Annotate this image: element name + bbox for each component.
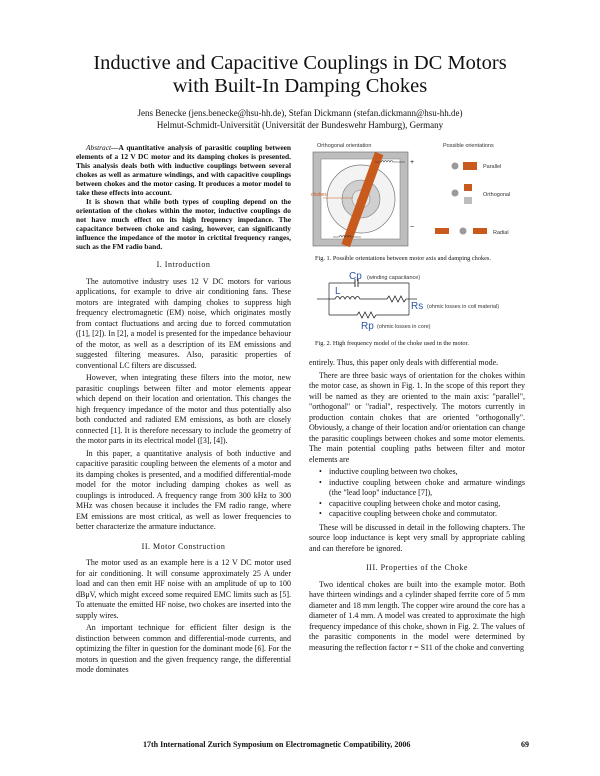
list-item: inductive coupling between choke and arm… — [319, 478, 525, 499]
right-column: Orthogonal orientation Possible orientat… — [309, 140, 525, 655]
figure-1-caption: Fig. 1. Possible orientations between mo… — [315, 254, 491, 262]
orthogonal-label: Orthogonal — [483, 192, 510, 198]
rs-label: Rs — [411, 301, 423, 312]
l-label: L — [335, 286, 341, 297]
abstract-label: Abstract — [86, 143, 112, 152]
intro-paragraph-1: The automotive industry uses 12 V DC mot… — [76, 276, 291, 370]
chokes-label: chokes — [311, 192, 327, 198]
figure-2-caption: Fig. 2. High frequency model of the chok… — [315, 340, 469, 347]
cp-description: (winding capacitance) — [367, 275, 420, 281]
orthogonal-choke-icon-top — [464, 184, 472, 191]
title-line-2: with Built-In Damping Chokes — [172, 75, 428, 97]
rs-description: (ohmic losses in coil material) — [427, 304, 499, 310]
section-heading-motor-construction: II. Motor Construction — [141, 541, 226, 551]
fig1-orthogonal-heading: Orthogonal orientation — [317, 143, 371, 149]
paragraph-orientation: There are three basic ways of orientatio… — [309, 370, 525, 464]
paragraph-choke-properties: Two identical chokes are built into the … — [309, 579, 525, 652]
radial-choke-icon-left — [435, 228, 449, 234]
intro-paragraph-2: However, when integrating these filters … — [76, 373, 291, 445]
list-item: capacitive coupling between choke and co… — [319, 509, 525, 520]
abstract: Abstract—A quantitative analysis of para… — [76, 143, 291, 251]
minus-terminal-label: − — [410, 224, 414, 231]
orthogonal-axis-marker — [451, 189, 459, 197]
motor-construction-paragraph-2: An important technique for efficient fil… — [76, 623, 291, 674]
figure-1-drawing: Orthogonal orientation Possible orientat… — [311, 143, 510, 248]
orthogonal-choke-icon-bottom — [464, 197, 472, 204]
title-line-1: Inductive and Capacitive Couplings in DC… — [93, 52, 507, 74]
radial-axis-marker — [459, 227, 467, 235]
fig1-possible-heading: Possible orientations — [443, 143, 494, 149]
affiliation: Helmut-Schmidt-Universität (Universität … — [156, 120, 444, 130]
intro-paragraph-3: In this paper, a quantitative analysis o… — [76, 448, 291, 532]
rp-label: Rp — [361, 321, 374, 332]
motor-construction-paragraph-1: The motor used as an example here is a 1… — [76, 558, 291, 620]
right-column-text: entirely. Thus, this paper only deals wi… — [309, 358, 525, 653]
paragraph-discussion: These will be discussed in detail in the… — [309, 522, 525, 553]
inductor-symbol — [329, 295, 369, 300]
rs-resistor-symbol — [386, 294, 407, 303]
section-heading-choke-properties: III. Properties of the Choke — [366, 563, 468, 572]
section-heading-intro: I. Introduction — [156, 260, 211, 269]
conference-name: 17th International Zurich Symposium on E… — [143, 740, 411, 749]
figure-2-drawing: Cp (winding capacitance) L Rs (ohmic los… — [317, 271, 499, 332]
radial-choke-icon-right — [473, 228, 487, 234]
plus-terminal-label: + — [410, 159, 414, 166]
paper-title: Inductive and Capacitive Couplings in DC… — [0, 52, 600, 98]
bottom-supply-choke — [333, 235, 361, 238]
parallel-label: Parallel — [483, 164, 501, 170]
figure-2: Cp (winding capacitance) L Rs (ohmic los… — [309, 269, 525, 349]
rp-resistor-symbol — [356, 310, 377, 319]
top-supply-choke — [375, 160, 405, 163]
choke-bar — [341, 151, 384, 248]
authors: Jens Benecke (jens.benecke@hsu-hh.de), S… — [137, 108, 463, 118]
author-block: Jens Benecke (jens.benecke@hsu-hh.de), S… — [0, 107, 600, 131]
abstract-paragraph-1: —A quantitative analysis of parasitic co… — [76, 143, 291, 197]
left-column: Abstract—A quantitative analysis of para… — [76, 143, 291, 678]
list-item: capacitive coupling between choke and mo… — [319, 499, 525, 510]
parallel-choke-icon — [463, 162, 477, 170]
paragraph-differential-mode: entirely. Thus, this paper only deals wi… — [309, 358, 499, 367]
rp-description: (ohmic losses in core) — [377, 324, 431, 330]
figure-1: Orthogonal orientation Possible orientat… — [309, 140, 525, 263]
abstract-paragraph-2: It is shown that while both types of cou… — [76, 197, 291, 251]
list-item: inductive coupling between two chokes, — [319, 467, 525, 478]
cp-label: Cp — [349, 271, 362, 282]
coupling-list: inductive coupling between two chokes, i… — [319, 467, 525, 520]
radial-label: Radial — [493, 230, 509, 236]
page-number: 69 — [521, 740, 529, 749]
parallel-axis-marker — [451, 162, 459, 170]
